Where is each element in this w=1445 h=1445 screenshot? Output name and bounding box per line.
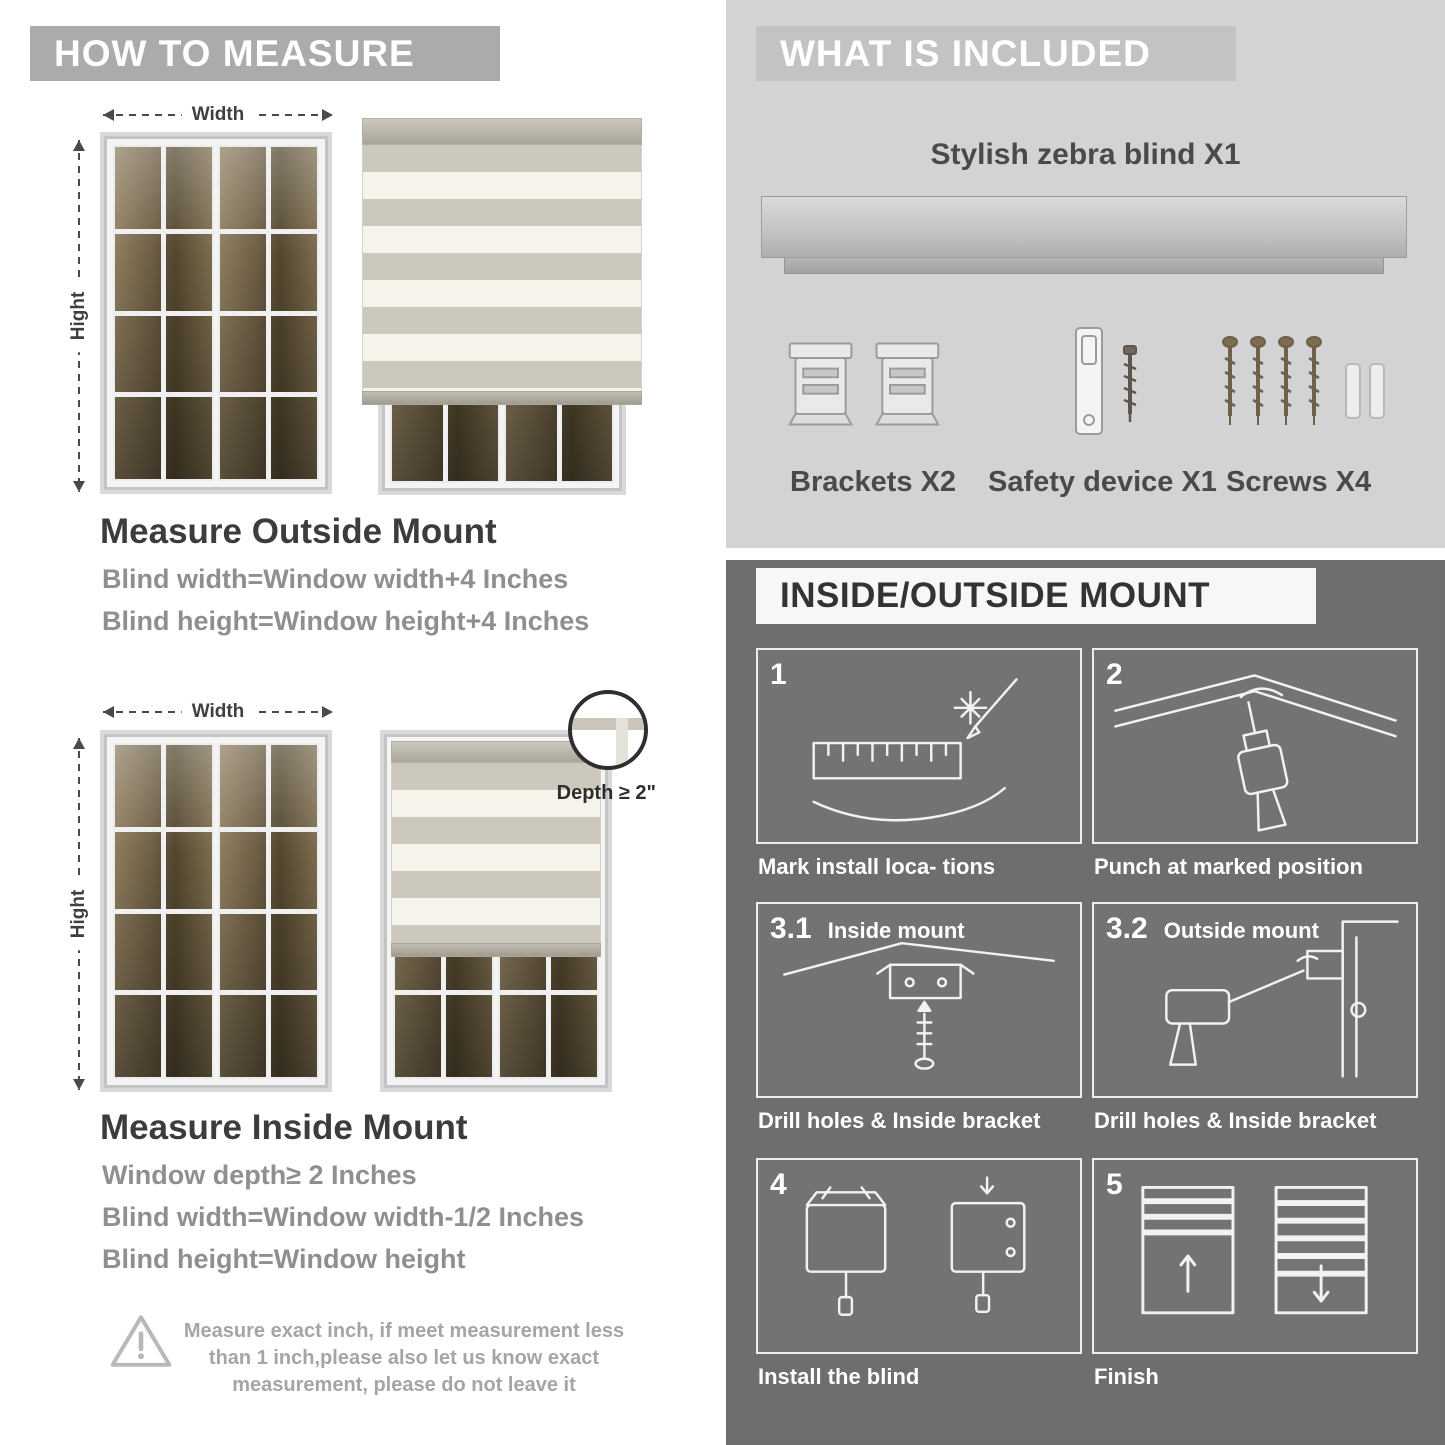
what-is-included-title: WHAT IS INCLUDED [780,32,1151,74]
brackets-icon [782,330,946,448]
step-3-1-head: 3.1 Inside mount [770,912,965,946]
outside-height-spec: Blind height=Window height+4 Inches [102,606,590,636]
screws-label: Screws X4 [1226,466,1372,498]
depth-zoom-callout [568,690,648,770]
drill-illustration [1114,674,1397,832]
step-number: 4 [770,1168,787,1201]
width-arrow: Width [103,700,333,724]
inside-bracket-illustration [783,941,1055,1070]
zebra-blind [391,741,601,957]
what-is-included-header: WHAT IS INCLUDED [756,26,1236,81]
blind-headrail-illustration [761,196,1407,274]
step-4: 4 Install the blind [756,1158,1082,1390]
step-4-panel: 4 [756,1158,1082,1354]
step-title: Inside mount [827,918,965,943]
how-to-measure-section: HOW TO MEASURE Width Hight Measure Outsi… [0,0,712,1445]
safety-device-label: Safety device X1 [988,466,1217,498]
what-is-included-section: WHAT IS INCLUDED Stylish zebra blind X1 [726,0,1445,548]
width-label: Width [181,700,255,724]
step-4-head: 4 [770,1168,803,1202]
measure-note-line: measurement, please do not leave it [232,1374,576,1396]
window-illustration [100,132,332,494]
brackets-label: Brackets X2 [790,466,957,498]
measure-note: Measure exact inch, if meet measurement … [178,1318,630,1399]
height-arrow: Hight [67,140,91,492]
blind-bottom-rail [391,943,601,957]
step-1-head: 1 [770,658,803,692]
step-3-2-panel: 3.2 Outside mount [1092,902,1418,1098]
step-5-panel: 5 [1092,1158,1418,1354]
step-1: 1 Mark install loca- tions [756,648,1082,880]
install-blind-illustration [805,1176,1026,1316]
step-1-caption: Mark install loca- tions [758,854,996,879]
callout-frame-depth [616,718,628,766]
step-3-2-head: 3.2 Outside mount [1106,912,1319,946]
step-number: 5 [1106,1168,1123,1201]
blind-stripes [362,145,642,391]
mark-location-illustration [812,678,1018,822]
outside-mount-blind-illustration [362,118,642,495]
step-2-head: 2 [1106,658,1139,692]
step-2-caption: Punch at marked position [1094,854,1363,879]
blind-cassette [362,118,642,145]
height-label: Hight [67,279,91,353]
step-5-head: 5 [1106,1168,1139,1202]
step-number: 3.2 [1106,912,1148,945]
step-5: 5 Finish [1092,1158,1418,1390]
blind-stripes [391,763,601,943]
outside-bracket-illustration [1165,920,1399,1078]
inside-width-spec: Blind width=Window width-1/2 Inches [102,1202,585,1232]
height-arrow: Hight [67,738,91,1090]
depth-label: Depth ≥ 2" [556,782,656,804]
step-3-2: 3.2 Outside mount Drill holes & Inside b… [1092,902,1418,1134]
step-number: 1 [770,658,787,691]
window-opening [391,741,601,1081]
how-to-measure-title: HOW TO MEASURE [54,32,415,74]
height-label: Hight [67,877,91,951]
step-4-caption: Install the blind [758,1364,920,1389]
blind-cassette [391,741,601,763]
window-illustration [100,730,332,1092]
step-3-1-panel: 3.1 Inside mount [756,902,1082,1098]
finish-blinds-illustration [1141,1185,1368,1315]
inside-mount-blind-illustration [380,730,612,1092]
window-sash [218,743,319,1079]
step-3-1: 3.1 Inside mount Drill holes & Inside br… [756,902,1082,1134]
inside-height-spec: Blind height=Window height [102,1244,466,1274]
measure-note-line: Measure exact inch, if meet measurement … [183,1320,625,1342]
inside-depth-spec: Window depth≥ 2 Inches [102,1160,417,1190]
width-arrow: Width [103,103,333,127]
callout-frame-edge [572,718,644,730]
zebra-blind [362,118,642,405]
outside-mount-title: Measure Outside Mount [100,512,497,551]
warning-icon [108,1312,174,1374]
headrail-lip [784,258,1384,274]
outside-width-spec: Blind width=Window width+4 Inches [102,564,569,594]
step-1-panel: 1 [756,648,1082,844]
window-sash [113,145,214,481]
how-to-measure-header: HOW TO MEASURE [30,26,500,81]
safety-device-icon [1058,322,1158,454]
mount-instructions-section: INSIDE/OUTSIDE MOUNT 1 Mark install loca… [726,560,1445,1445]
step-3-1-caption: Drill holes & Inside bracket [758,1108,1041,1133]
product-label: Stylish zebra blind X1 [930,138,1241,171]
step-number: 3.1 [770,912,812,945]
inside-mount-title: Measure Inside Mount [100,1108,468,1147]
step-2: 2 Punch at marked position [1092,648,1418,880]
window-sash [113,743,214,1079]
headrail-bar [761,196,1407,258]
mount-header: INSIDE/OUTSIDE MOUNT [756,568,1316,624]
step-2-panel: 2 [1092,648,1418,844]
blind-bottom-rail [362,391,642,405]
mount-title: INSIDE/OUTSIDE MOUNT [780,576,1211,615]
window-sash [218,145,319,481]
step-5-caption: Finish [1094,1364,1159,1389]
screws-icon [1214,328,1396,446]
step-3-2-caption: Drill holes & Inside bracket [1094,1108,1377,1133]
width-label: Width [181,103,255,127]
step-title: Outside mount [1163,918,1319,943]
measure-note-line: than 1 inch,please also let us know exac… [208,1347,600,1369]
step-number: 2 [1106,658,1123,691]
